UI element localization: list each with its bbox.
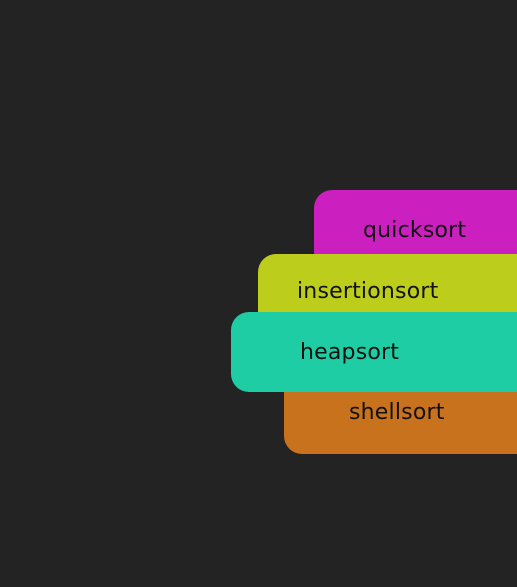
tab-heapsort[interactable]: heapsort [231,312,517,392]
tab-label-heapsort: heapsort [300,339,400,365]
tab-label-insertionsort: insertionsort [297,279,439,304]
tab-label-shellsort: shellsort [349,400,445,425]
tab-label-quicksort: quicksort [363,217,467,243]
